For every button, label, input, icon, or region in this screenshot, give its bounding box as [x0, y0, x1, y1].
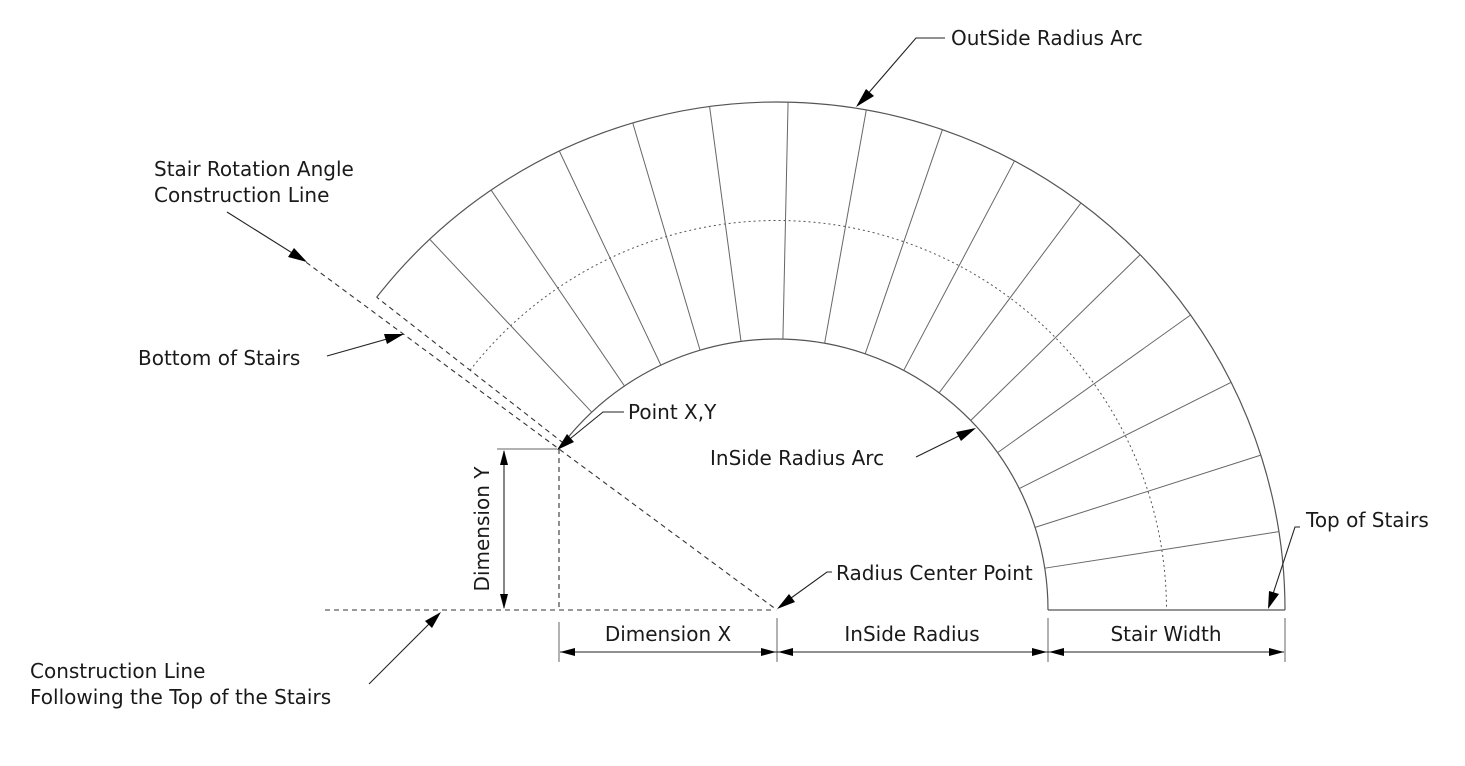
- tread-line: [938, 202, 1082, 394]
- horizontal-dimensions: Dimension X InSide Radius Stair Width: [558, 618, 1286, 662]
- tread-line: [709, 106, 742, 342]
- dimension-y-label: Dimension Y: [470, 466, 494, 592]
- curved-stair: [376, 101, 1286, 611]
- stair-rotation-label-line1: Stair Rotation Angle: [154, 157, 354, 181]
- outside-radius-arc-label: OutSide Radius Arc: [951, 26, 1143, 50]
- callout-bottom-of-stairs: Bottom of Stairs: [138, 334, 404, 370]
- bottom-of-stairs-label: Bottom of Stairs: [138, 346, 300, 370]
- tread-line: [970, 254, 1141, 421]
- tread-line: [864, 129, 943, 354]
- inside-radius-arc: [562, 338, 1049, 611]
- tread-lines: [376, 102, 1285, 611]
- tread-line: [558, 150, 662, 366]
- callout-point-xy: Point X,Y: [557, 400, 717, 450]
- top-of-stairs-label: Top of Stairs: [1305, 508, 1429, 532]
- callout-outside-radius-arc: OutSide Radius Arc: [856, 26, 1143, 107]
- callout-inside-radius-arc: InSide Radius Arc: [710, 428, 976, 470]
- tread-line: [824, 109, 867, 344]
- construction-line-label-line1: Construction Line: [30, 659, 205, 683]
- outside-radius-arc: [376, 101, 1286, 611]
- dimension-x-label: Dimension X: [605, 622, 732, 646]
- callout-radius-center-point: Radius Center Point: [777, 561, 1033, 609]
- callout-top-of-stairs: Top of Stairs: [1268, 508, 1429, 609]
- inside-radius-arc-label: InSide Radius Arc: [710, 446, 884, 470]
- inside-radius-label: InSide Radius: [844, 622, 979, 646]
- tread-line: [632, 122, 701, 351]
- point-xy-label: Point X,Y: [628, 400, 717, 424]
- tread-line: [1044, 531, 1279, 569]
- callout-stair-rotation: Stair Rotation Angle Construction Line: [154, 157, 354, 262]
- walkline-arc: [469, 220, 1167, 611]
- stair-rotation-label-line2: Construction Line: [154, 183, 329, 207]
- stair-width-label: Stair Width: [1110, 622, 1221, 646]
- rotation-construction-line: [298, 256, 778, 611]
- tread-line: [782, 102, 789, 340]
- tread-line: [997, 314, 1191, 454]
- tread-line: [1019, 381, 1232, 489]
- tread-line: [903, 160, 1015, 371]
- tread-line: [429, 238, 593, 413]
- bottom-of-stairs-edge: [376, 296, 564, 444]
- dimension-y: Dimension Y: [470, 450, 508, 609]
- radius-center-point-label: Radius Center Point: [836, 561, 1033, 585]
- callout-construction-line: Construction Line Following the Top of t…: [30, 612, 441, 709]
- tread-line: [1034, 454, 1261, 528]
- construction-line-label-line2: Following the Top of the Stairs: [30, 685, 331, 709]
- tread-line: [490, 189, 625, 387]
